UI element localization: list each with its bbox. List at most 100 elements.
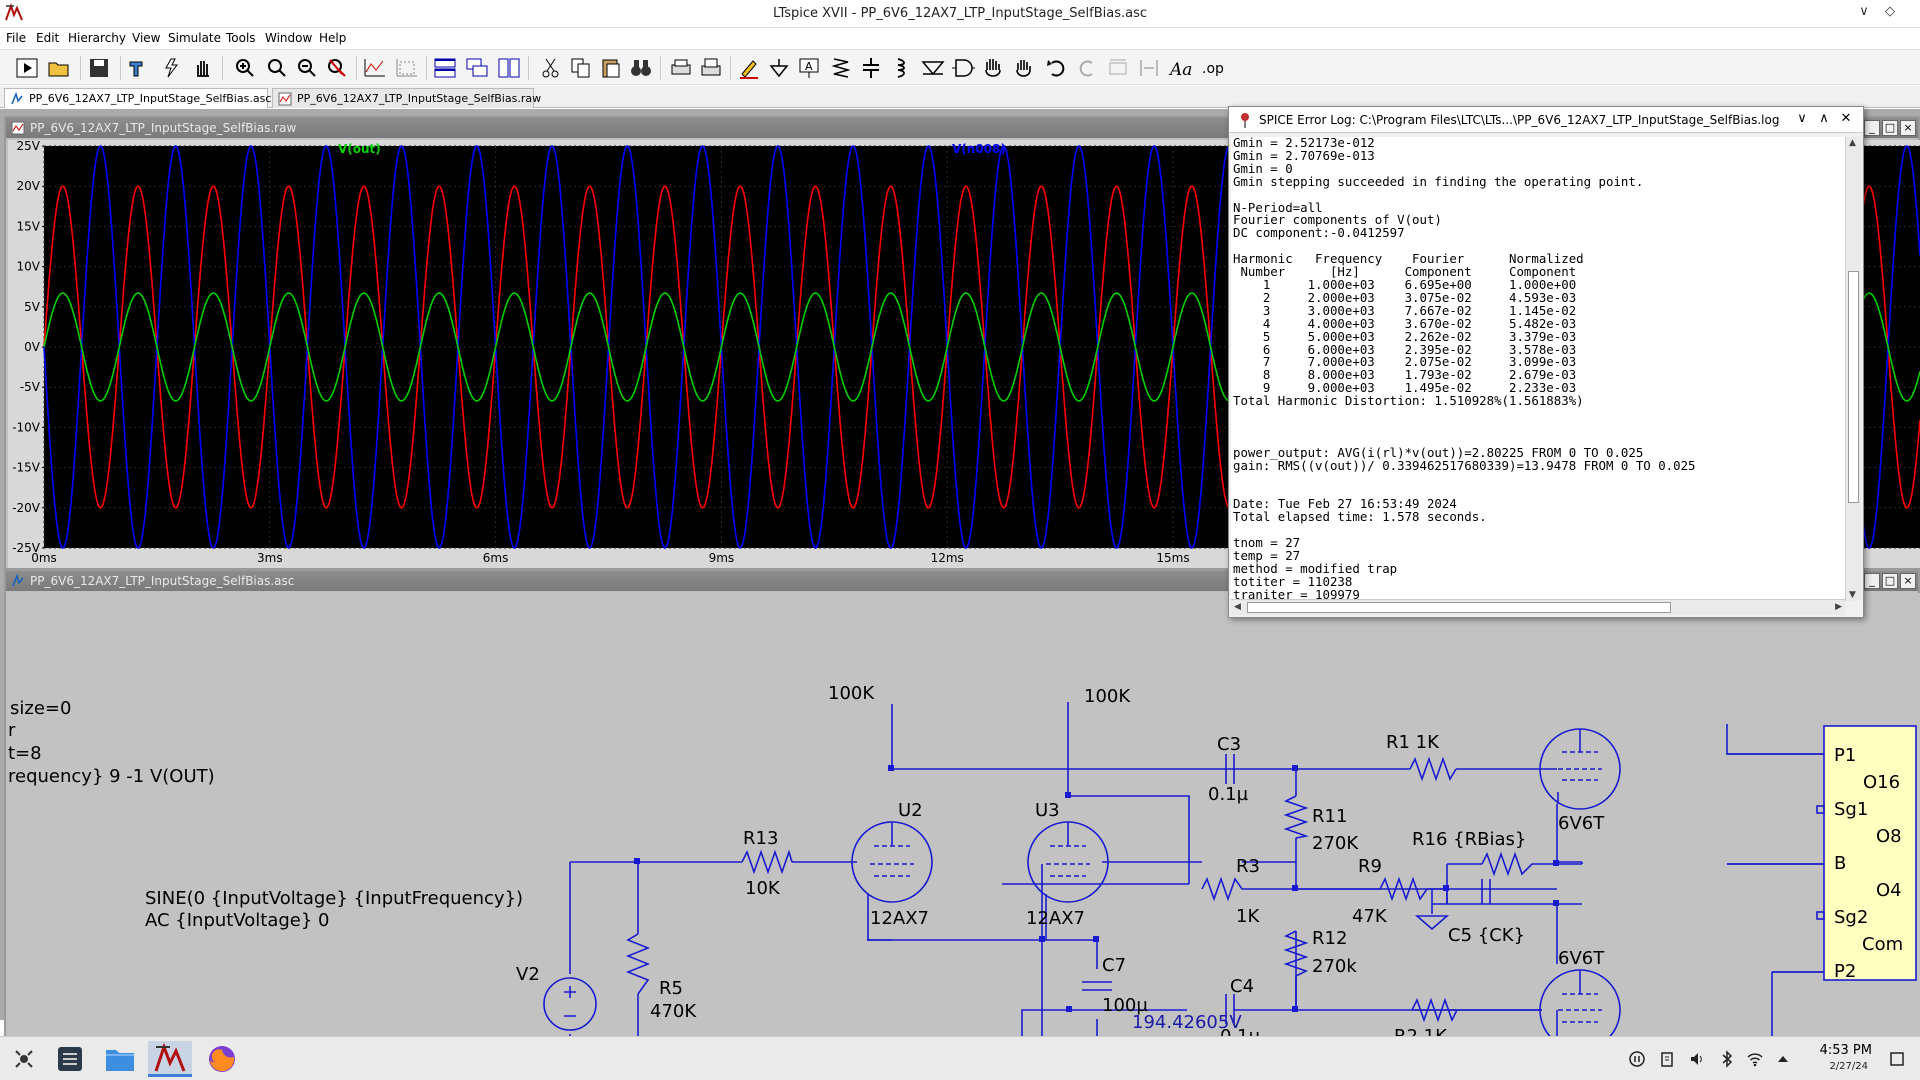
directive-line-3[interactable]: t=8 (8, 743, 42, 764)
ltspice-taskbar-icon[interactable] (148, 1041, 192, 1077)
menu-simulate[interactable]: Simulate (168, 31, 222, 45)
restore-diamond-icon[interactable]: ◇ (1885, 4, 1895, 19)
scroll-left-arrow-icon[interactable]: ◀ (1234, 602, 1241, 612)
copy-icon[interactable] (568, 56, 594, 80)
save-icon[interactable] (86, 56, 112, 80)
scroll-right-arrow-icon[interactable]: ▶ (1835, 602, 1842, 612)
cascade-windows-icon[interactable] (464, 56, 490, 80)
add-trace-icon[interactable] (394, 56, 420, 80)
diode-icon[interactable] (920, 56, 946, 80)
operating-point-voltage[interactable]: 194.42605V (1132, 1012, 1242, 1033)
directive-line-1[interactable]: size=0 (10, 698, 71, 719)
run-icon[interactable] (14, 56, 40, 80)
zoom-out-icon[interactable] (294, 56, 320, 80)
scroll-down-arrow-icon[interactable]: ▼ (1849, 590, 1856, 600)
tube-u3[interactable] (1027, 821, 1109, 940)
text-icon[interactable]: Aa (1168, 56, 1194, 80)
find-binoculars-icon[interactable] (628, 56, 654, 80)
schematic-canvas[interactable]: size=0 r t=8 requency} 9 -1 V(OUT) SINE(… (8, 593, 1920, 1080)
undo-icon[interactable] (1044, 56, 1070, 80)
waveform-close-button[interactable]: × (1900, 120, 1916, 136)
settings-panel-icon[interactable] (48, 1041, 92, 1077)
menu-file[interactable]: File (6, 31, 27, 45)
menu-help[interactable]: Help (319, 31, 347, 45)
ground-icon[interactable] (766, 56, 792, 80)
log-window-titlebar[interactable]: SPICE Error Log: C:\Program Files\LTC\LT… (1229, 107, 1863, 133)
mirror-icon[interactable] (1136, 56, 1162, 80)
directive-line-2[interactable]: r (8, 720, 16, 741)
tray-expand-arrow-icon[interactable] (1774, 1050, 1792, 1068)
directive-line-4[interactable]: requency} 9 -1 V(OUT) (8, 766, 215, 787)
voltage-source-v2[interactable] (543, 977, 597, 1031)
clipboard-icon[interactable] (1658, 1050, 1676, 1068)
tile-horizontal-icon[interactable] (432, 56, 458, 80)
app-launcher-icon[interactable] (2, 1041, 46, 1077)
source-sine-text[interactable]: SINE(0 {InputVoltage} {InputFrequency}) (145, 888, 523, 909)
schematic-minimize-button[interactable]: _ (1864, 573, 1880, 589)
tab-waveform[interactable]: PP_6V6_12AX7_LTP_InputStage_SelfBias.raw (272, 88, 541, 108)
halt-icon[interactable] (158, 56, 184, 80)
log-vertical-scroll-thumb[interactable] (1848, 271, 1859, 503)
clock-date[interactable]: 2/27/24 (1829, 1061, 1868, 1072)
cut-scissors-icon[interactable] (538, 56, 564, 80)
menu-tools[interactable]: Tools (226, 31, 256, 45)
menu-hierarchy[interactable]: Hierarchy (68, 31, 127, 45)
print-setup-icon[interactable] (698, 56, 724, 80)
inductor-icon[interactable] (888, 56, 914, 80)
control-panel-hammer-icon[interactable] (124, 56, 150, 80)
log-horizontal-scrollbar[interactable]: ◀ ▶ (1231, 599, 1845, 615)
label-net-icon[interactable]: A (796, 56, 822, 80)
schematic-maximize-button[interactable]: □ (1882, 573, 1898, 589)
autorange-icon[interactable] (362, 56, 388, 80)
log-close-icon[interactable]: ✕ (1840, 111, 1852, 126)
source-ac-text[interactable]: AC {InputVoltage} 0 (145, 910, 330, 931)
waveform-minimize-button[interactable]: _ (1864, 120, 1880, 136)
component-icon[interactable] (950, 56, 976, 80)
capacitor-icon[interactable] (858, 56, 884, 80)
move-hand-icon[interactable] (980, 56, 1006, 80)
trace-label-vout[interactable]: V(out) (338, 142, 381, 156)
rotate-icon[interactable] (1106, 56, 1132, 80)
log-maximize-chevron-icon[interactable]: ∧ (1819, 111, 1829, 126)
open-folder-icon[interactable] (46, 56, 72, 80)
wifi-icon[interactable] (1746, 1050, 1764, 1068)
menu-edit[interactable]: Edit (36, 31, 60, 45)
minimize-chevron-icon[interactable]: ∨ (1859, 4, 1869, 19)
log-pin-icon (1241, 113, 1249, 128)
tile-vertical-icon[interactable] (496, 56, 522, 80)
print-icon[interactable] (668, 56, 694, 80)
tab-schematic[interactable]: PP_6V6_12AX7_LTP_InputStage_SelfBias.asc (4, 88, 271, 108)
output-transformer[interactable] (1823, 725, 1917, 981)
volume-icon[interactable] (1688, 1050, 1706, 1068)
redo-icon[interactable] (1074, 56, 1100, 80)
scroll-up-arrow-icon[interactable]: ▲ (1849, 138, 1856, 148)
media-pause-icon[interactable] (1628, 1050, 1646, 1068)
firefox-icon[interactable] (200, 1041, 244, 1077)
drag-hand-icon[interactable] (1010, 56, 1036, 80)
zoom-fit-icon[interactable] (324, 56, 350, 80)
pan-hand-icon[interactable] (190, 56, 216, 80)
tube-u2[interactable] (851, 821, 933, 941)
paste-icon[interactable] (598, 56, 624, 80)
schematic-drawing[interactable]: size=0 r t=8 requency} 9 -1 V(OUT) SINE(… (8, 593, 1920, 1080)
zoom-in-icon[interactable] (232, 56, 258, 80)
log-minimize-chevron-icon[interactable]: ∨ (1797, 111, 1807, 126)
waveform-maximize-button[interactable]: □ (1882, 120, 1898, 136)
clock-time[interactable]: 4:53 PM (1819, 1043, 1872, 1058)
tube-6v6t-top[interactable] (1539, 728, 1621, 810)
ltspice-app-icon[interactable] (4, 2, 24, 23)
spice-directive-icon[interactable]: .op (1200, 56, 1226, 80)
draw-wire-pencil-icon[interactable] (736, 56, 762, 80)
file-manager-icon[interactable] (98, 1041, 142, 1077)
bluetooth-icon[interactable] (1718, 1050, 1736, 1068)
trace-label-vn008[interactable]: V(n008) (952, 142, 1006, 156)
show-desktop-icon[interactable] (1888, 1050, 1906, 1068)
menu-window[interactable]: Window (265, 31, 313, 45)
resistor-icon[interactable] (828, 56, 854, 80)
log-horizontal-scroll-thumb[interactable] (1247, 602, 1671, 613)
zoom-pan-icon[interactable] (264, 56, 290, 80)
menu-view[interactable]: View (132, 31, 161, 45)
schematic-close-button[interactable]: × (1900, 573, 1916, 589)
log-vertical-scrollbar[interactable]: ▲ ▼ (1845, 137, 1861, 601)
